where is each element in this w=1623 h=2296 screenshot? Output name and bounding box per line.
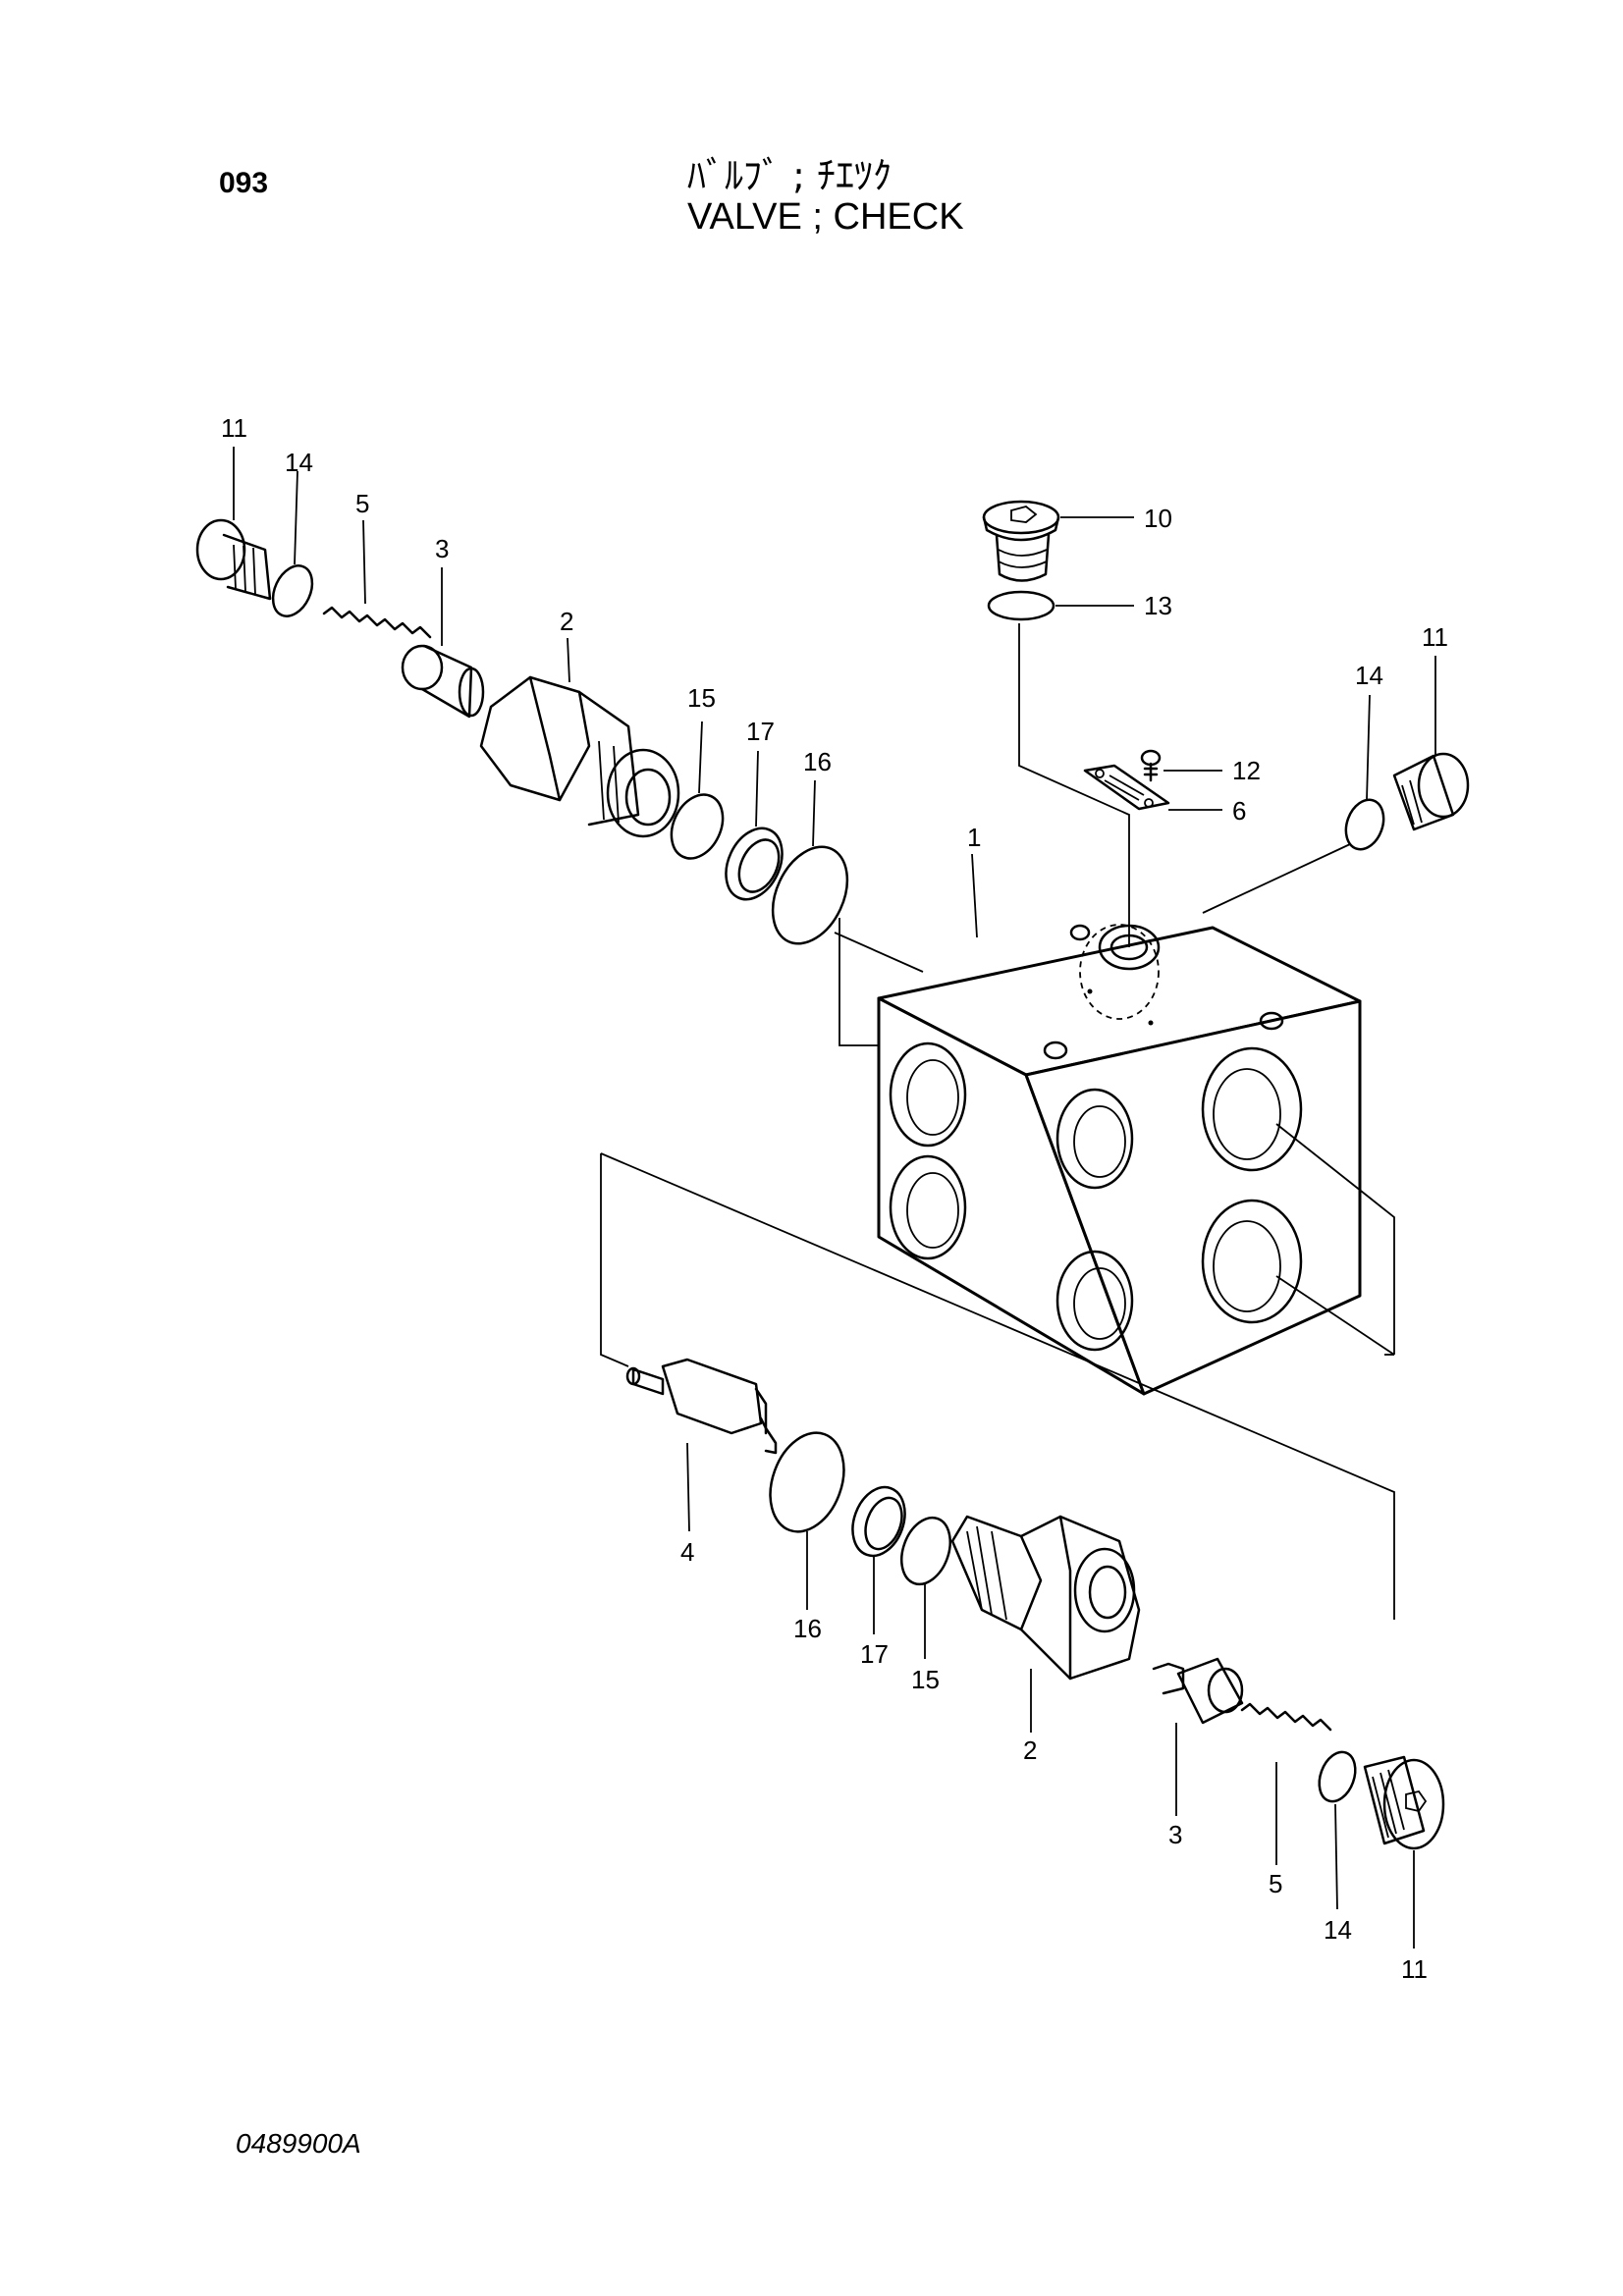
callout-17-lower: 17: [860, 1639, 889, 1669]
callout-14: 14: [285, 448, 313, 477]
callout-11: 11: [221, 413, 247, 443]
lower-oring-14: [1318, 1750, 1357, 1803]
right-oring-14: [1344, 798, 1385, 851]
upper-oring-16: [771, 845, 849, 945]
callout-16: 16: [803, 747, 832, 776]
callout-3: 3: [435, 534, 449, 563]
title-english: VALVE ; CHECK: [687, 196, 964, 238]
page-code: 093: [219, 167, 269, 199]
callout-3-lower: 3: [1168, 1820, 1182, 1849]
callout-labels: 11 14 5 3 2 15 17 16 1 10 13 12 6 14 11 …: [221, 413, 1448, 1984]
upper-oring-14: [271, 564, 314, 617]
callout-6: 6: [1232, 796, 1246, 826]
right-port-thread: [1213, 1220, 1281, 1312]
right-port-thread: [1213, 1068, 1281, 1160]
callout-2: 2: [560, 607, 573, 636]
callout-14-lower: 14: [1324, 1915, 1352, 1945]
left-port-thread: [906, 1059, 959, 1136]
callout-17: 17: [746, 717, 775, 746]
right-plug-11: [1392, 752, 1470, 831]
valve-body: [877, 924, 1362, 1396]
left-port-thread: [906, 1172, 959, 1249]
document-code: 0489900A: [236, 2128, 361, 2159]
lower-backup-ring-17: [851, 1485, 906, 1558]
lower-oring-15: [900, 1516, 951, 1586]
top-hole: [1069, 924, 1091, 941]
upper-backup-ring-17: [725, 827, 784, 901]
left-port-thread: [1073, 1267, 1126, 1340]
upper-oring-15: [670, 793, 725, 860]
lower-spring-5: [1240, 1702, 1332, 1732]
screw-12: [1140, 749, 1162, 782]
top-plug-10: [982, 500, 1060, 582]
right-port: [1201, 1199, 1303, 1324]
left-port: [889, 1154, 967, 1260]
left-port-thread: [1073, 1105, 1126, 1178]
callout-5: 5: [355, 489, 369, 518]
upper-piston-3: [401, 644, 485, 719]
lower-piston-3: [1152, 1657, 1244, 1725]
left-port: [889, 1041, 967, 1148]
callout-1: 1: [967, 823, 981, 852]
title-japanese: ﾊﾞﾙﾌﾞ ; ﾁｴﾂｸ: [687, 154, 892, 197]
callout-11-right: 11: [1422, 622, 1448, 652]
lower-cartridge-2: [950, 1515, 1141, 1681]
callout-10: 10: [1144, 504, 1172, 533]
left-port: [1055, 1250, 1134, 1352]
top-pin: [1148, 1020, 1154, 1026]
leader-lines: [233, 447, 1436, 1949]
upper-spring-5: [322, 606, 432, 639]
top-oring-13: [987, 590, 1055, 621]
callout-15: 15: [687, 683, 716, 713]
callout-5-lower: 5: [1269, 1869, 1282, 1898]
callout-4: 4: [680, 1537, 694, 1567]
lower-poppet-4: [625, 1358, 778, 1455]
top-hole: [1043, 1041, 1068, 1060]
callout-13: 13: [1144, 591, 1172, 620]
top-hole: [1259, 1011, 1284, 1031]
top-pin: [1087, 988, 1093, 994]
callout-11-lower: 11: [1401, 1954, 1428, 1984]
left-port: [1055, 1088, 1134, 1190]
upper-cartridge-2: [479, 675, 680, 838]
lower-oring-16: [769, 1431, 845, 1533]
callout-16-lower: 16: [793, 1614, 822, 1643]
right-port: [1201, 1046, 1303, 1172]
upper-plug-11: [195, 518, 272, 601]
callout-15-lower: 15: [911, 1665, 940, 1694]
hidden-passage: [1079, 924, 1160, 1020]
callout-2-lower: 2: [1023, 1735, 1037, 1765]
connector-lines: [600, 623, 1395, 1620]
valve-body-right-face: [1024, 999, 1362, 1396]
callout-14-right: 14: [1355, 661, 1383, 690]
plate-6: [1083, 764, 1170, 811]
lower-plug-11: [1363, 1755, 1445, 1850]
callout-12: 12: [1232, 756, 1261, 785]
